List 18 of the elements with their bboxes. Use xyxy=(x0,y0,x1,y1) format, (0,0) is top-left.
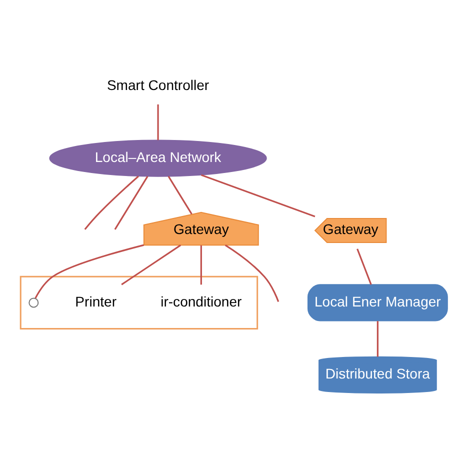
connector xyxy=(224,244,280,302)
connector xyxy=(200,244,202,284)
node-text: ir-conditioner xyxy=(160,292,242,309)
node-text: Smart Controller xyxy=(106,76,210,92)
connector xyxy=(168,175,192,214)
node-box: Local Ener Manager xyxy=(307,284,448,321)
cluster xyxy=(20,275,258,330)
connector xyxy=(34,244,144,298)
connector xyxy=(376,320,378,356)
connector xyxy=(200,174,316,217)
node-circle xyxy=(28,297,39,308)
connector xyxy=(356,248,372,284)
connector xyxy=(157,104,159,140)
connector xyxy=(84,175,139,230)
connector xyxy=(121,244,182,285)
connector xyxy=(114,175,148,230)
node-ellipse: Local–Area Network xyxy=(49,139,267,176)
node-text: Printer xyxy=(75,292,117,309)
